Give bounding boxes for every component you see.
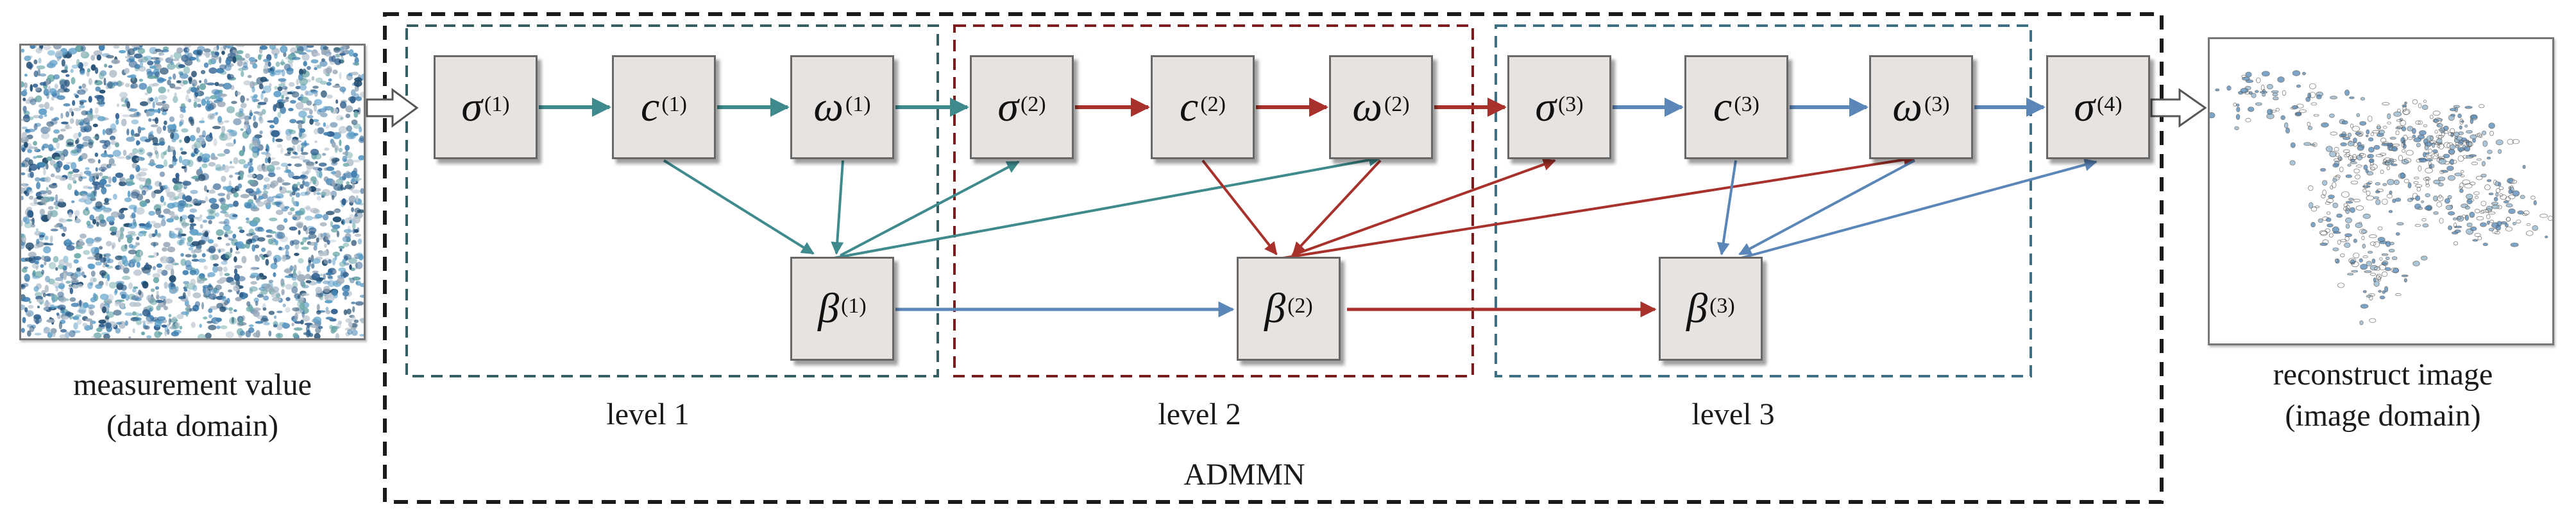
measurement-image [19,44,366,340]
reconstruct-image [2208,37,2554,345]
node-beta1: β(1) [790,257,894,361]
measurement-noise-pattern [21,46,364,338]
level3-box [1495,24,2032,377]
arrow-beta2-sigma3 [1291,158,1556,257]
node-omega2: ω(2) [1329,55,1433,159]
arrow-beta2-omega3 [1282,153,1917,259]
input-caption-line2: (data domain) [106,409,278,443]
admmn-label: ADMMN [1183,458,1305,492]
arrow-c3-beta3 [1716,160,1737,255]
arrow-beta1-omega2 [833,153,1382,259]
arrow-beta3-sigma4 [1740,159,2097,259]
output-caption-line1: reconstruct image [2273,358,2493,392]
arrow-c2-beta2 [1201,159,1278,255]
node-c1: c(1) [612,55,716,159]
input-caption-line1: measurement value [73,368,312,402]
node-c3: c(3) [1684,55,1788,159]
level1-label: level 1 [606,397,690,431]
node-sigma2: σ(2) [970,55,1074,159]
arrow-omega1-beta1 [831,160,844,255]
level2-label: level 2 [1158,397,1241,431]
arrow-beta1-sigma2 [840,160,1020,257]
level2-box [953,24,1474,377]
node-sigma4: σ(4) [2046,55,2150,159]
node-beta3: β(3) [1659,257,1763,361]
arrow-c1-beta1 [663,159,815,255]
level1-box [405,24,939,377]
node-sigma1: σ(1) [434,55,538,159]
reconstruction-pattern [2210,70,2552,325]
output-arrow [2150,88,2207,128]
level3-label: level 3 [1691,397,1775,431]
node-omega3: ω(3) [1869,55,1973,159]
node-sigma3: σ(3) [1507,55,1611,159]
arrow-omega3-beta3 [1738,159,1915,255]
admmn-outer-box [383,12,2164,504]
node-c2: c(2) [1151,55,1255,159]
node-beta2: β(2) [1237,257,1341,361]
input-arrow [366,88,419,128]
output-caption-line2: (image domain) [2285,399,2481,433]
node-omega1: ω(1) [790,55,894,159]
arrow-omega2-beta2 [1292,159,1382,255]
